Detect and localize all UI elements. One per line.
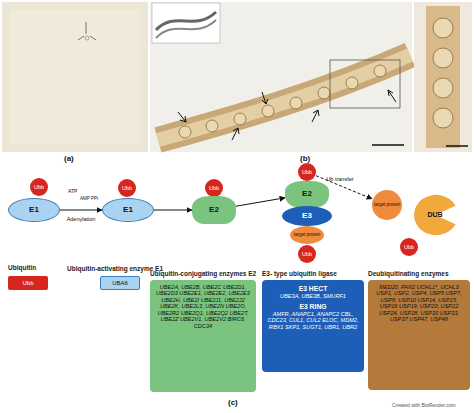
scale-bar [446,145,468,147]
follicle [433,108,453,128]
pointer-arrow [178,112,186,122]
flow-arrow [60,210,102,211]
pacman-body [414,195,456,235]
follicle [433,18,453,38]
box-heading: Deubiquitinating enzymes [368,270,449,277]
panel-label: (c) [228,398,238,407]
scale-bar [372,144,404,146]
follicle [374,65,386,77]
enzyme-ellipse: E1 [8,198,60,222]
inset-box [152,3,220,43]
follicle [318,87,330,99]
target-protein: target protein [372,190,402,220]
flow-arrow [154,210,192,211]
enzyme-list-box: Ubiquitin-conjugating enzymes E2UBE2A, U… [150,280,256,392]
ubiquitin-circle: Ubb [118,179,136,197]
zoom-tissue [426,6,460,148]
ubiquitin-circle: Ubb [298,163,316,181]
gene-list: UBE3A, UBE3B, SMURF1 [280,293,346,299]
edge-label: Ub transfer [326,176,353,182]
follicle [290,97,302,109]
follicle [346,77,358,89]
node-label: Ubb [404,244,414,250]
panel-label: (b) [300,154,310,163]
legend-box: UbiquitinUbb [8,276,48,290]
box-heading: Ubiquitin-conjugating enzymes E2 [150,270,256,277]
group-heading: E3 HECT [299,285,328,293]
node-label: DUB [427,211,442,219]
ubiquitin-circle: Ubb [30,178,48,196]
edge-label: Adenylation [67,216,96,222]
micrograph-field [10,10,140,144]
box-heading: E3- type ubiquitin ligase [262,270,337,277]
dub-pacman: DUB [412,194,458,236]
node-label: Ubb [122,185,132,191]
enzyme-ellipse: E1 [102,198,154,222]
tissue-core [158,55,410,140]
tissue-band [158,55,410,140]
gene-list: UBE2A, UBE2B, UBE2C UBE2D1, UBE2D3 UBE2E… [154,284,252,329]
node-label: Ubb [302,169,312,175]
enzyme-shape: E2 [285,181,329,207]
structure-mark [85,36,89,40]
flow-arrow [236,198,285,206]
gene-list: MED20, PAN2 UCHL1*, UCHL3 USP1, USP2, US… [372,284,466,323]
follicle [234,113,246,125]
node-label: target protein [294,232,321,237]
annotation-label: Created with BioRender.com [392,402,456,408]
pointer-arrow [232,128,239,140]
pointer-arrow [312,110,319,122]
micrograph-panel-a [2,2,148,152]
pointer-line [86,22,87,34]
pointer-arrow [262,92,268,104]
node-label: UBA6 [112,280,128,287]
gene-list: AMFR, ANAPC1, ANAPC2 CBL, CDC23, CUL1, C… [266,311,360,330]
node-label: E1 [29,205,39,214]
ubiquitin-circle: Ubb [205,179,223,197]
node-label: E2 [209,205,219,214]
ubiquitin-circle: Ubb [298,245,316,263]
enzyme-list-box: Deubiquitinating enzymesMED20, PAN2 UCHL… [368,280,470,390]
box-heading: Ubiquitin-activating enzyme E1 [67,265,163,272]
enzyme-list-box: E3- type ubiquitin ligaseE3 HECTUBE3A, U… [262,280,364,372]
node-label: E3 [302,211,312,220]
follicle [433,48,453,68]
node-label: Ubb [209,185,219,191]
target-protein: target protein [290,226,324,244]
group-heading: E3 RING [299,303,326,311]
ubiquitin-circle: Ubb [400,238,418,256]
pointer-arrow [388,90,396,102]
node-label: E2 [302,189,312,198]
zoom-panel [414,2,472,152]
node-label: E1 [123,205,133,214]
inset-tissue [156,20,216,38]
node-label: Ubb [302,251,312,257]
enzyme-shape: E2 [192,196,236,224]
zoom-box [330,60,400,108]
node-label: Ubb [22,280,33,287]
micrograph-panel-b [150,2,412,152]
follicle [206,120,218,132]
annotation-label: ATP [68,188,77,194]
pointer-line [78,36,84,40]
node-label: target protein [374,202,401,207]
follicle [262,105,274,117]
box-heading: Ubiquitin [8,264,36,271]
pointer-line [90,36,96,40]
legend-box: Ubiquitin-activating enzyme E1UBA6 [100,276,140,290]
node-label: Ubb [34,184,44,190]
panel-label: (a) [64,154,74,163]
follicle [179,126,191,138]
follicle [433,78,453,98]
ligase-ellipse: E3 [282,206,332,226]
annotation-label: AMP PPi [80,196,98,201]
